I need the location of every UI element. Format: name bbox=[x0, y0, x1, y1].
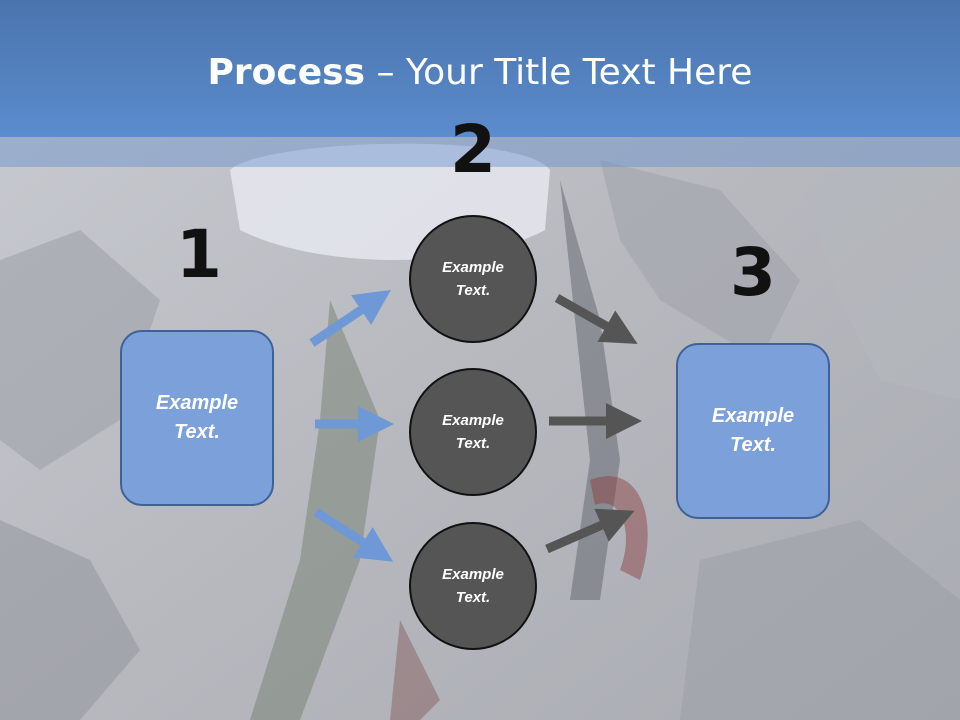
arrow-1-to-2-bottom bbox=[313, 508, 394, 562]
step-1-box: Example Text. bbox=[120, 330, 274, 506]
circle-text-line2: Text. bbox=[455, 282, 491, 299]
arrow-1-to-2-top bbox=[309, 289, 391, 347]
circle-text-line1: Example bbox=[442, 566, 504, 583]
step-3-box: Example Text. bbox=[676, 343, 830, 519]
arrow-2-to-3-bottom bbox=[545, 508, 635, 554]
circle-text-line1: Example bbox=[442, 259, 504, 276]
title-bold: Process bbox=[207, 52, 366, 93]
step-1-text-line1: Example bbox=[155, 392, 239, 414]
step-3-text-line1: Example bbox=[711, 405, 795, 427]
step-number-2: 2 bbox=[450, 111, 496, 188]
step-number-3: 3 bbox=[730, 234, 776, 311]
circle-text-line2: Text. bbox=[455, 435, 491, 452]
title-bar bbox=[0, 0, 960, 137]
step-3-text-line2: Text. bbox=[730, 434, 776, 456]
circle-text-line2: Text. bbox=[455, 589, 491, 606]
title-rest: – Your Title Text Here bbox=[365, 52, 753, 93]
step-2-circle-top: Example Text. bbox=[409, 215, 537, 343]
step-2-circle-bottom: Example Text. bbox=[409, 522, 537, 650]
step-number-1: 1 bbox=[176, 216, 222, 293]
circle-text-line1: Example bbox=[442, 412, 504, 429]
step-1-text-line2: Text. bbox=[174, 421, 220, 443]
title-strip bbox=[0, 137, 960, 167]
arrow-2-to-3-top bbox=[554, 294, 638, 344]
step-2-circle-middle: Example Text. bbox=[409, 368, 537, 496]
slide-title: Process – Your Title Text Here bbox=[0, 52, 960, 93]
